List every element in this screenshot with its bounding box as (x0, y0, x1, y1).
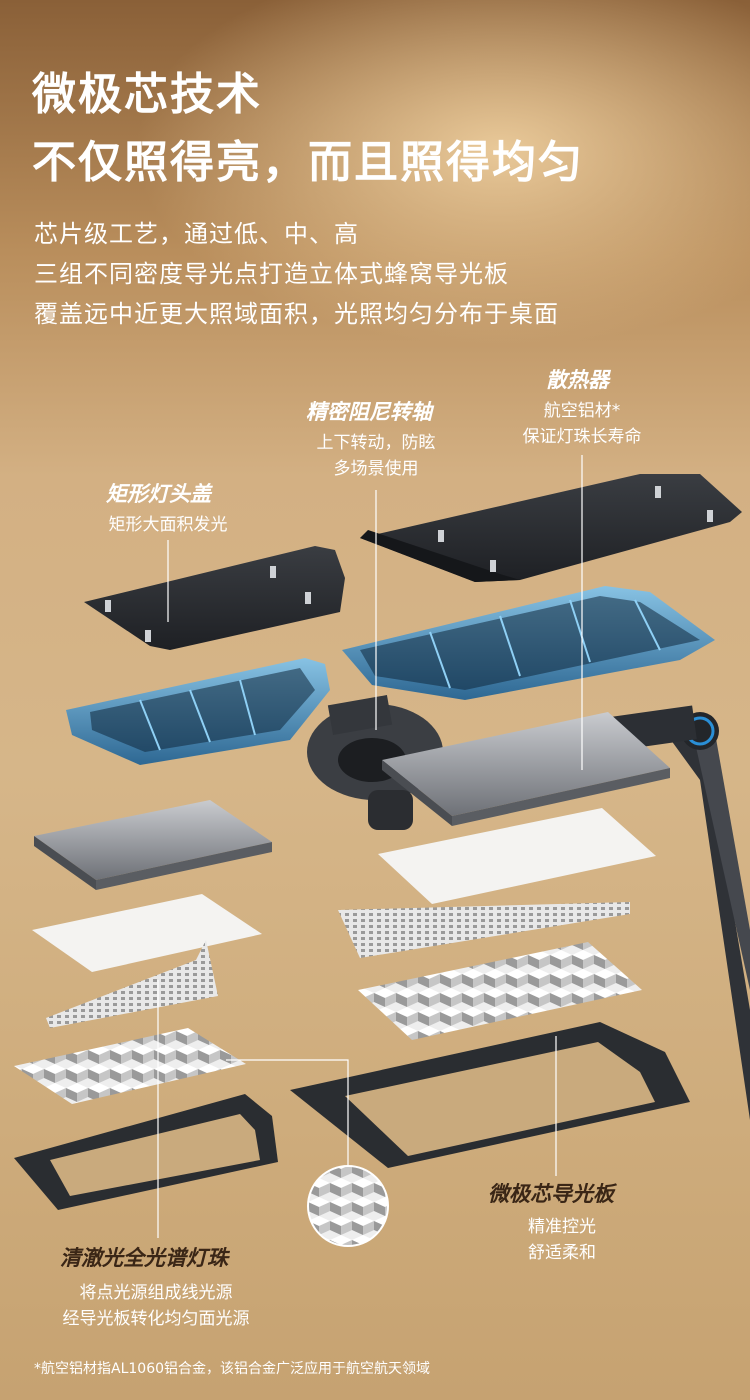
light-guide-zoom-circle (307, 1165, 389, 1247)
left-light-guide-plate (14, 1028, 246, 1104)
led-desc-1: 将点光源组成线光源 (79, 1283, 233, 1303)
headline-line1: 微极芯技术 (32, 69, 262, 120)
right-blue-frame (342, 586, 715, 700)
aluminium-heatsink-body (382, 712, 670, 826)
hinge-desc-1: 上下转动，防眩 (316, 433, 436, 453)
led-desc-2: 经导光板转化均匀面光源 (62, 1309, 250, 1329)
lightguide-desc-1: 精准控光 (528, 1217, 596, 1237)
lightguide-zoom-line (226, 1059, 349, 1166)
left-blue-frame (66, 658, 330, 765)
intro-line1: 芯片级工艺，通过低、中、高 (34, 220, 359, 248)
lamp-arm (598, 705, 750, 1120)
heatsink-desc-1: 航空铝材* (543, 401, 621, 421)
cover-desc-1: 矩形大面积发光 (108, 515, 228, 535)
right-bottom-frame (290, 1022, 690, 1168)
hinge-desc-2: 多场景使用 (333, 459, 419, 479)
intro-line3: 覆盖远中近更大照域面积，光照均匀分布于桌面 (34, 300, 559, 328)
left-diffuser-sheet (32, 894, 262, 972)
cover-title: 矩形灯头盖 (106, 482, 211, 506)
left-bottom-frame (14, 1094, 278, 1210)
lightguide-title: 微极芯导光板 (488, 1182, 614, 1206)
left-aluminium-panel (34, 800, 272, 890)
footnote: *航空铝材指AL1060铝合金，该铝合金广泛应用于航空航天领域 (34, 1361, 431, 1377)
intro-line2: 三组不同密度导光点打造立体式蜂窝导光板 (34, 260, 509, 288)
right-diffuser-sheet (378, 808, 656, 904)
heatsink-desc-2: 保证灯珠长寿命 (522, 427, 642, 447)
lamp-head-cover (84, 546, 345, 650)
headline-line2: 不仅照得亮，而且照得均匀 (32, 137, 584, 188)
led-title: 清澈光全光谱灯珠 (60, 1246, 228, 1270)
right-led-strip (338, 902, 630, 958)
left-led-strip (46, 940, 218, 1028)
heatsink-plate (360, 474, 742, 582)
right-light-guide-plate (358, 942, 642, 1040)
heatsink-title: 散热器 (546, 368, 609, 392)
hinge-title: 精密阻尼转轴 (306, 400, 432, 424)
lightguide-desc-2: 舒适柔和 (528, 1243, 596, 1263)
